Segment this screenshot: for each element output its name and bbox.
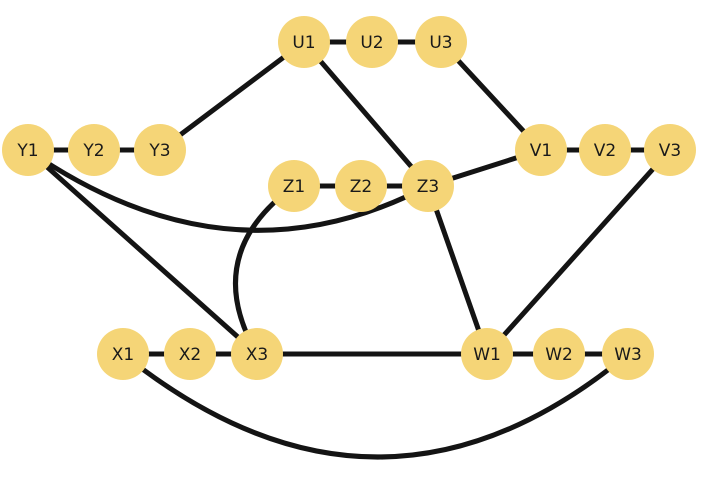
node-label: X1	[112, 345, 134, 365]
edge-y1-x3	[25, 147, 260, 357]
node-circle	[579, 124, 631, 176]
node-label: V1	[530, 141, 552, 161]
node-label: U1	[292, 33, 315, 53]
node-circle	[644, 124, 696, 176]
edge-z1-x3	[233, 183, 297, 357]
node-label: Y1	[16, 141, 38, 161]
node-u3[interactable]: U3	[415, 16, 467, 68]
node-circle	[335, 160, 387, 212]
node-label: Y2	[82, 141, 104, 161]
node-circle	[461, 328, 513, 380]
node-circle	[515, 124, 567, 176]
node-circle	[278, 16, 330, 68]
node-w3[interactable]: W3	[602, 328, 654, 380]
node-label: X2	[179, 345, 201, 365]
node-circle	[97, 328, 149, 380]
node-label: W3	[614, 345, 642, 365]
node-y2[interactable]: Y2	[68, 124, 120, 176]
node-label: Z1	[283, 177, 305, 197]
edge-v3-w1	[484, 147, 673, 357]
node-y3[interactable]: Y3	[134, 124, 186, 176]
node-u2[interactable]: U2	[346, 16, 398, 68]
edge-u1-z3	[301, 39, 431, 189]
node-label: Z2	[350, 177, 372, 197]
node-x3[interactable]: X3	[231, 328, 283, 380]
node-label: U3	[429, 33, 452, 53]
node-z2[interactable]: Z2	[335, 160, 387, 212]
node-label: Z3	[417, 177, 439, 197]
node-w1[interactable]: W1	[461, 328, 513, 380]
edge-y3-u1	[157, 39, 307, 153]
edges-layer	[25, 39, 673, 460]
node-x2[interactable]: X2	[164, 328, 216, 380]
node-circle	[533, 328, 585, 380]
node-x1[interactable]: X1	[97, 328, 149, 380]
node-w2[interactable]: W2	[533, 328, 585, 380]
edge-z3-w1	[425, 183, 490, 357]
node-label: V3	[659, 141, 681, 161]
edge-y1-z3	[25, 147, 431, 233]
edge-x1-w3	[120, 351, 631, 460]
node-circle	[268, 160, 320, 212]
node-label: U2	[360, 33, 383, 53]
node-label: X3	[246, 345, 268, 365]
node-circle	[346, 16, 398, 68]
node-circle	[2, 124, 54, 176]
node-circle	[134, 124, 186, 176]
node-circle	[68, 124, 120, 176]
node-circle	[602, 328, 654, 380]
node-z3[interactable]: Z3	[402, 160, 454, 212]
node-u1[interactable]: U1	[278, 16, 330, 68]
node-v1[interactable]: V1	[515, 124, 567, 176]
node-circle	[231, 328, 283, 380]
node-circle	[415, 16, 467, 68]
node-y1[interactable]: Y1	[2, 124, 54, 176]
node-circle	[402, 160, 454, 212]
node-label: V2	[594, 141, 616, 161]
node-label: W1	[473, 345, 501, 365]
node-z1[interactable]: Z1	[268, 160, 320, 212]
node-label: W2	[545, 345, 573, 365]
node-v2[interactable]: V2	[579, 124, 631, 176]
node-label: Y3	[148, 141, 170, 161]
node-v3[interactable]: V3	[644, 124, 696, 176]
node-circle	[164, 328, 216, 380]
